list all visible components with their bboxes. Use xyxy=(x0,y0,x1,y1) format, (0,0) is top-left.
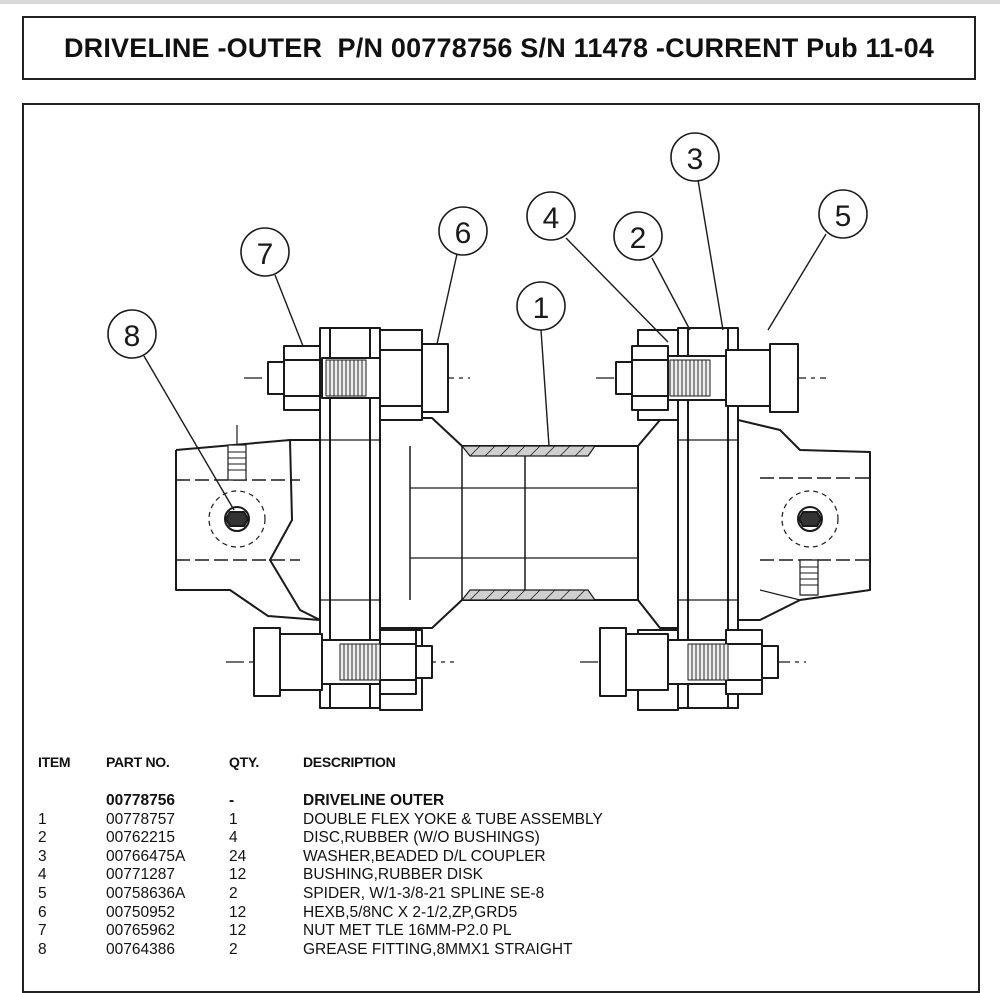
header-description: DESCRIPTION xyxy=(303,754,396,770)
parts-row: 2 00762215 4 DISC,RUBBER (W/O BUSHINGS) xyxy=(38,829,938,848)
row-part-no: 00758636A xyxy=(106,884,186,902)
row-qty: 12 xyxy=(229,866,247,884)
top-rule xyxy=(0,0,1000,4)
row-description: DRIVELINE OUTER xyxy=(303,792,445,809)
row-description: GREASE FITTING,8MMX1 STRAIGHT xyxy=(303,940,573,958)
row-qty: 12 xyxy=(229,922,247,940)
row-part-no: 00766475A xyxy=(106,847,186,865)
header-item: ITEM xyxy=(38,754,71,770)
parts-row: 4 00771287 12 BUSHING,RUBBER DISK xyxy=(38,866,938,885)
row-part-no: 00764386 xyxy=(106,940,175,958)
row-item: 2 xyxy=(38,829,47,847)
row-part-no: 00771287 xyxy=(106,866,175,884)
yoke-tube-assembly xyxy=(380,417,682,629)
row-qty: 1 xyxy=(229,810,238,828)
parts-row: 1 00778757 1 DOUBLE FLEX YOKE & TUBE ASS… xyxy=(38,811,938,830)
svg-text:8: 8 xyxy=(124,320,141,353)
parts-row: 8 00764386 2 GREASE FITTING,8MMX1 STRAIG… xyxy=(38,941,938,960)
svg-text:6: 6 xyxy=(455,217,472,250)
svg-text:5: 5 xyxy=(835,200,852,233)
svg-text:1: 1 xyxy=(533,292,550,325)
row-description: BUSHING,RUBBER DISK xyxy=(303,866,484,884)
row-qty: 12 xyxy=(229,903,247,921)
bolt-lower-right xyxy=(580,627,806,697)
row-part-no: 00778756 xyxy=(106,792,175,809)
row-item: 3 xyxy=(38,847,47,865)
row-qty: 24 xyxy=(229,847,247,865)
balloon-7: 7 xyxy=(240,227,290,277)
parts-list-header: ITEM PART NO. QTY. DESCRIPTION xyxy=(38,754,938,774)
parts-row: 5 00758636A 2 SPIDER, W/1-3/8-21 SPLINE … xyxy=(38,885,938,904)
page-title: DRIVELINE -OUTER P/N 00778756 S/N 11478 … xyxy=(63,32,935,63)
balloon-5: 5 xyxy=(818,189,868,239)
parts-row: 7 00765962 12 NUT MET TLE 16MM-P2.0 PL xyxy=(38,922,938,941)
svg-text:4: 4 xyxy=(543,202,560,235)
row-qty: - xyxy=(229,792,235,809)
svg-text:2: 2 xyxy=(630,222,647,255)
title-box: DRIVELINE -OUTER P/N 00778756 S/N 11478 … xyxy=(22,16,976,80)
row-item: 8 xyxy=(38,940,47,958)
row-description: DOUBLE FLEX YOKE & TUBE ASSEMBLY xyxy=(303,810,603,828)
row-part-no: 00750952 xyxy=(106,903,175,921)
row-item: 1 xyxy=(38,810,47,828)
row-qty: 2 xyxy=(229,884,238,902)
parts-row: 6 00750952 12 HEXB,5/8NC X 2-1/2,ZP,GRD5 xyxy=(38,904,938,923)
balloon-2: 2 xyxy=(613,211,663,261)
row-part-no: 00762215 xyxy=(106,829,175,847)
row-item: 7 xyxy=(38,922,47,940)
row-item: 5 xyxy=(38,884,47,902)
bolt-upper-left xyxy=(244,343,470,413)
bolt-upper-right xyxy=(596,343,826,413)
left-spider xyxy=(175,425,321,621)
row-qty: 4 xyxy=(229,829,238,847)
balloon-3: 3 xyxy=(670,132,720,182)
row-item: 6 xyxy=(38,903,47,921)
right-spider xyxy=(737,419,872,621)
svg-text:3: 3 xyxy=(687,143,704,176)
parts-row-assembly: 00778756 - DRIVELINE OUTER xyxy=(38,792,938,811)
row-item: 4 xyxy=(38,866,47,884)
balloon-1: 1 xyxy=(516,281,566,331)
header-qty: QTY. xyxy=(229,754,259,770)
svg-text:7: 7 xyxy=(257,238,274,271)
row-description: SPIDER, W/1-3/8-21 SPLINE SE-8 xyxy=(303,884,545,902)
row-item xyxy=(38,792,106,811)
row-description: DISC,RUBBER (W/O BUSHINGS) xyxy=(303,829,540,847)
row-description: WASHER,BEADED D/L COUPLER xyxy=(303,847,546,865)
row-part-no: 00778757 xyxy=(106,810,175,828)
row-description: NUT MET TLE 16MM-P2.0 PL xyxy=(303,922,512,940)
row-description: HEXB,5/8NC X 2-1/2,ZP,GRD5 xyxy=(303,903,518,921)
leader-lines xyxy=(143,179,827,511)
balloon-8: 8 xyxy=(107,309,157,359)
balloon-6: 6 xyxy=(438,206,488,256)
bolt-lower-left xyxy=(226,627,454,697)
parts-row: 3 00766475A 24 WASHER,BEADED D/L COUPLER xyxy=(38,848,938,867)
row-part-no: 00765962 xyxy=(106,922,175,940)
row-qty: 2 xyxy=(229,940,238,958)
balloon-4: 4 xyxy=(526,191,576,241)
header-part-no: PART NO. xyxy=(106,754,170,770)
parts-list: ITEM PART NO. QTY. DESCRIPTION 00778756 … xyxy=(38,754,938,959)
